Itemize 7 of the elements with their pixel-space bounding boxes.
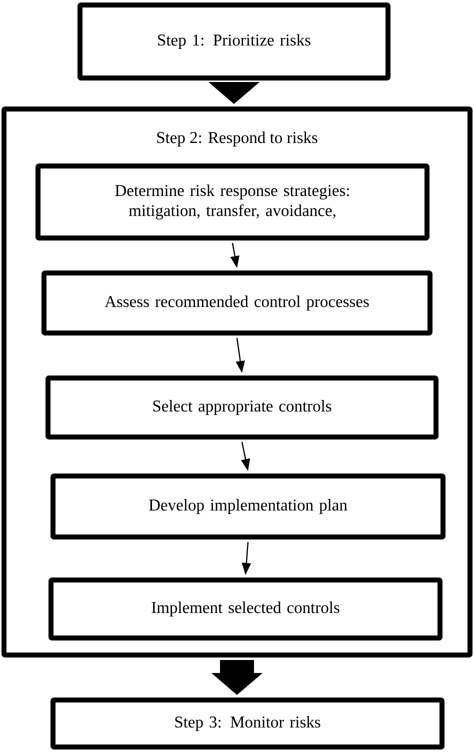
step-box: Step 1: Prioritize risks <box>78 2 390 80</box>
process-box: Select appropriate controls <box>46 376 438 440</box>
process-box: Assess recommended control processes <box>42 270 432 336</box>
process-box: Implement selected controls <box>48 578 442 640</box>
process-box: Determine risk response strategies: mitigation, transfer, avoidance, <box>36 164 430 240</box>
process-box: Develop implementation plan <box>50 474 446 540</box>
step-box: Step 3: Monitor risks <box>50 698 444 750</box>
